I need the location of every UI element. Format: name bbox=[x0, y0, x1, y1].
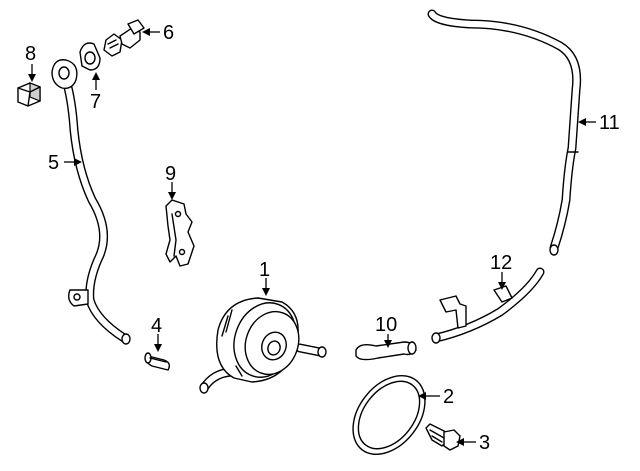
part-7-gasket bbox=[79, 42, 101, 71]
callout-11: 11 bbox=[599, 112, 620, 134]
part-11-hose bbox=[427, 9, 582, 256]
callout-leaders bbox=[28, 28, 596, 446]
callout-8: 8 bbox=[25, 43, 36, 65]
callout-1: 1 bbox=[259, 259, 270, 281]
callout-12: 12 bbox=[490, 252, 512, 274]
part-8-cap bbox=[17, 82, 41, 107]
callout-3: 3 bbox=[479, 432, 490, 454]
part-5-pipe bbox=[51, 59, 131, 345]
callout-6: 6 bbox=[163, 22, 174, 44]
callout-4: 4 bbox=[151, 315, 162, 337]
callout-2: 2 bbox=[443, 386, 454, 408]
part-4-hose bbox=[144, 352, 171, 371]
part-1-oil-cooler bbox=[199, 297, 327, 394]
callout-7: 7 bbox=[90, 91, 101, 113]
part-12-pipe bbox=[431, 267, 545, 344]
part-10-hose bbox=[355, 341, 417, 361]
part-2-o-ring bbox=[352, 375, 426, 455]
callout-5: 5 bbox=[48, 152, 59, 174]
part-6-sensor bbox=[103, 19, 145, 57]
callout-10: 10 bbox=[375, 314, 397, 336]
part-9-bracket bbox=[165, 199, 195, 267]
part-3-bolt bbox=[425, 423, 461, 451]
callout-9: 9 bbox=[165, 163, 176, 185]
